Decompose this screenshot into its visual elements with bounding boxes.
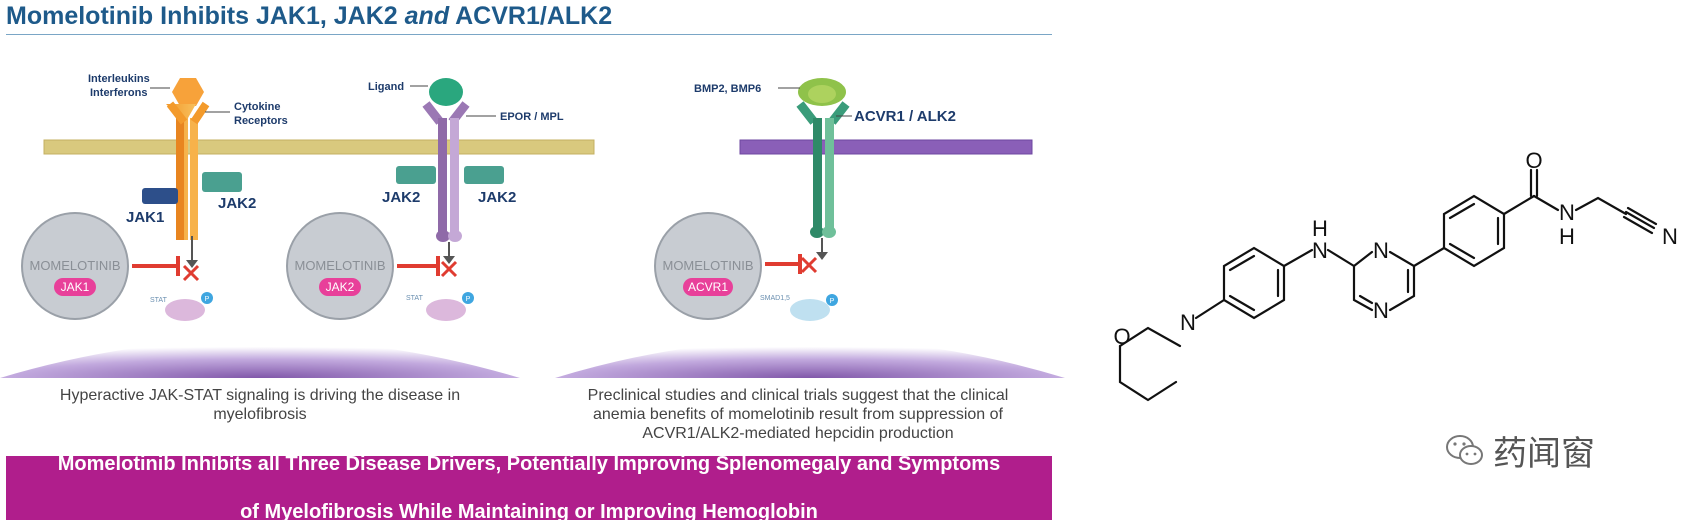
inhibit-x-2 (440, 260, 458, 278)
atom-n-nitrile: N (1662, 224, 1678, 249)
jak2-right-label: JAK2 (478, 189, 516, 206)
atom-n-amine: N (1312, 238, 1328, 263)
title-divider (6, 34, 1052, 35)
nucleus-left (0, 339, 520, 378)
atom-h-amine: H (1312, 216, 1328, 241)
atom-o-morph: O (1113, 324, 1130, 349)
jak1-label: JAK1 (126, 209, 164, 226)
receptor-label-2: EPOR / MPL (500, 111, 564, 123)
stat-label-1: STAT (150, 297, 168, 304)
nucleus-right (555, 339, 1065, 378)
caption-left: Hyperactive JAK-STAT signaling is drivin… (59, 387, 461, 423)
inhibit-x-3 (800, 256, 818, 274)
jak2-right-box (464, 166, 504, 184)
stat-shape-2 (426, 299, 466, 321)
membrane-right (739, 139, 1033, 155)
membrane-left (43, 139, 595, 155)
atom-h-amide: H (1559, 224, 1575, 249)
drug-label-3: MOMELOTINIB (662, 258, 753, 273)
ligand-label-3: BMP2, BMP6 (694, 83, 761, 95)
momelotinib-structure: O N H N N H N N N O (1113, 150, 1678, 402)
smad-label: SMAD1,5 (760, 295, 790, 302)
ligand-label-1a: Interleukins (88, 73, 150, 85)
ligand-label-1b: Interferons (90, 87, 147, 99)
wechat-icon (1446, 434, 1483, 465)
brand-text: 药闻窗 (1493, 434, 1595, 474)
atom-o-carbonyl: O (1525, 150, 1542, 173)
acvr1-receptor (796, 78, 850, 238)
ligand-label-2: Ligand (368, 81, 404, 93)
target-pill-1: JAK1 (61, 280, 90, 294)
jak2-label: JAK2 (218, 195, 256, 212)
svg-text:P: P (830, 298, 835, 305)
cytokine-receptor (166, 78, 210, 240)
svg-text:P: P (205, 296, 210, 303)
brand-watermark: 药闻窗 (1445, 426, 1595, 475)
drug-circle-1 (21, 212, 129, 320)
stat-shape-1 (165, 299, 205, 321)
atom-n-pyr2: N (1373, 298, 1389, 323)
stat-label-2: STAT (406, 295, 424, 302)
svg-text:P: P (466, 296, 471, 303)
page-title: Momelotinib Inhibits JAK1, JAK2 and ACVR… (6, 2, 613, 30)
smad-shape (790, 299, 830, 321)
drug-circle-3 (654, 212, 762, 320)
receptor-label-1a: Cytokine (234, 101, 280, 113)
drug-label-2: MOMELOTINIB (294, 258, 385, 273)
inhibit-x-1 (182, 264, 200, 282)
atom-n-pyr1: N (1373, 238, 1389, 263)
epor-receptor (422, 78, 470, 242)
summary-banner: Momelotinib Inhibits all Three Disease D… (6, 453, 1052, 523)
jak2-left-box (396, 166, 436, 184)
target-pill-3: ACVR1 (688, 280, 728, 294)
jak2-left-label: JAK2 (382, 189, 420, 206)
atom-n-morph: N (1180, 310, 1196, 335)
receptor-label-1b: Receptors (234, 115, 288, 127)
drug-label-1: MOMELOTINIB (29, 258, 120, 273)
atom-n-amide: N (1559, 200, 1575, 225)
jak2-box (202, 172, 242, 192)
drug-circle-2 (286, 212, 394, 320)
receptor-label-3: ACVR1 / ALK2 (854, 108, 956, 125)
jak1-box (142, 188, 178, 204)
pathway-diagram: Interleukins Interferons Cytokine Recept… (0, 73, 1065, 378)
caption-right: Preclinical studies and clinical trials … (587, 387, 1009, 442)
target-pill-2: JAK2 (326, 280, 355, 294)
